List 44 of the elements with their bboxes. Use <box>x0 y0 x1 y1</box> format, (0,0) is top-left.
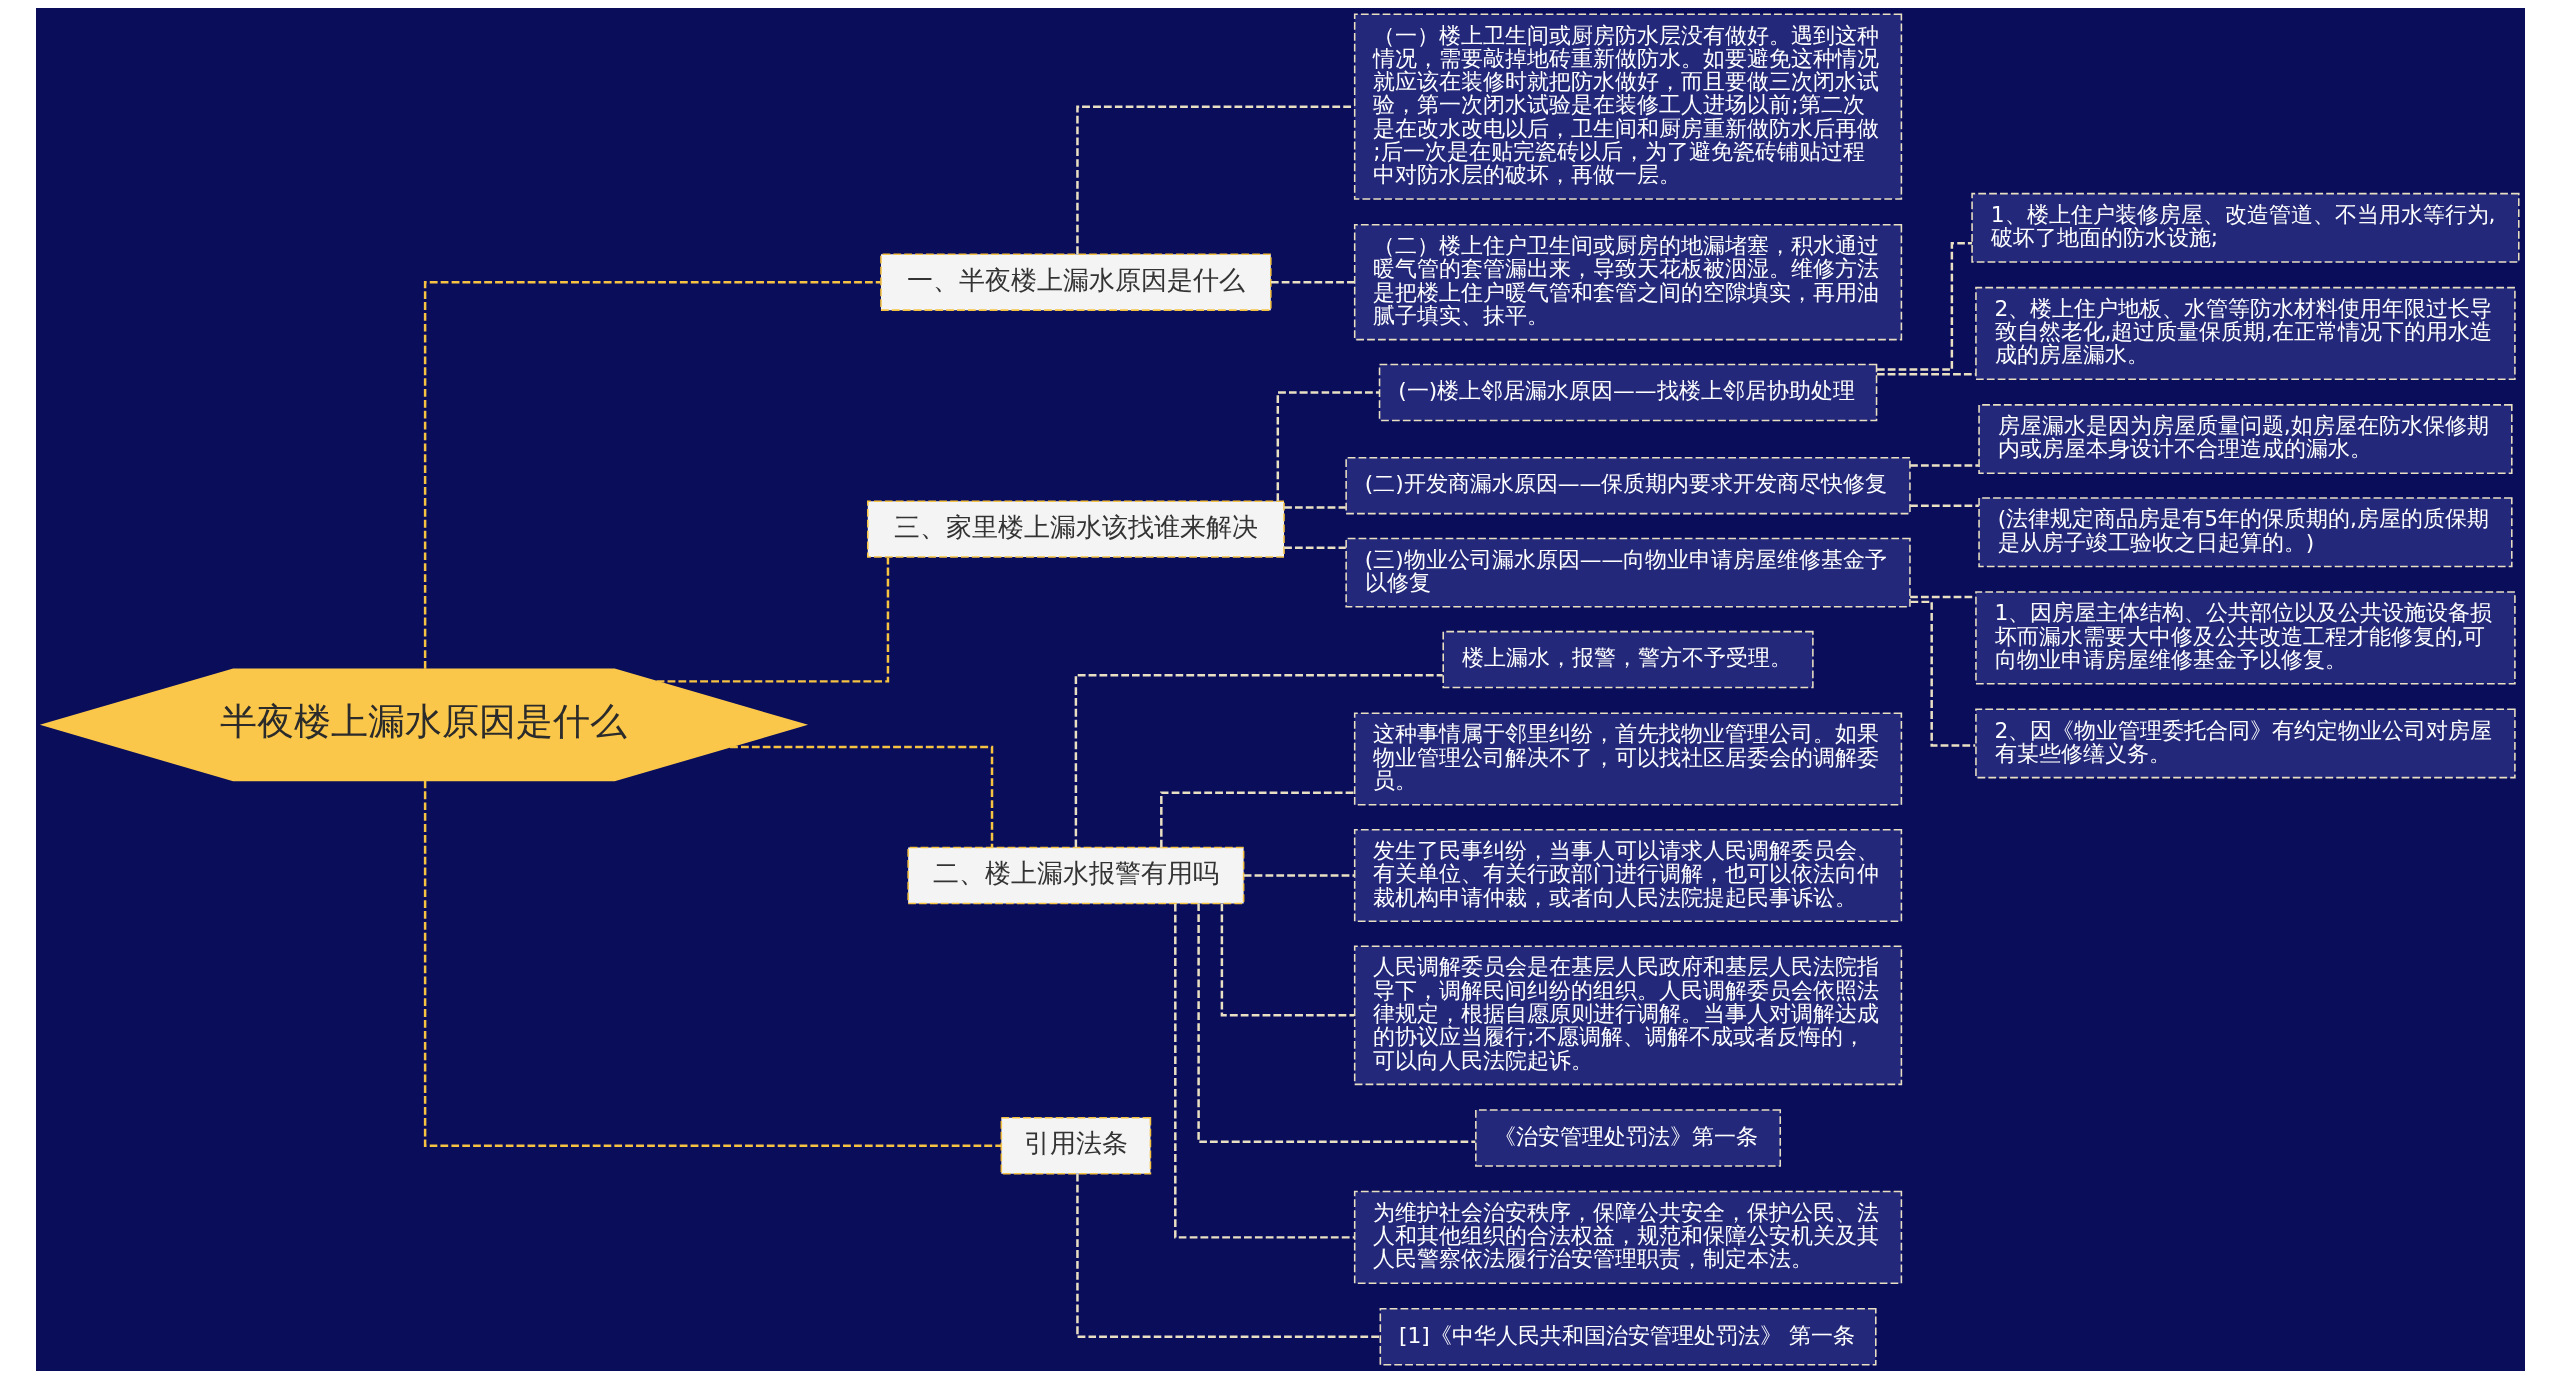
connector <box>656 557 889 683</box>
connector <box>1159 791 1354 848</box>
node-box: 发生了民事纠纷，当事人可以请求人民调解委员会、有关单位、有关行政部门进行调解，也可以依法向仲裁机构申请仲裁，或者向人民法院提起民事诉讼。 <box>1353 828 1902 923</box>
node-box: 引用法条 <box>1000 1117 1151 1175</box>
node-box: [1]《中华人民共和国治安管理处罚法》 第一条 <box>1379 1308 1877 1366</box>
connector <box>1283 506 1346 509</box>
connector <box>1270 280 1355 284</box>
node-box: （二）楼上住户卫生间或厨房的地漏堵塞，积水通过暖气管的套管漏出来，导致天花板被洇湿。维修方法是把楼上住户暖气管和套管之间的空隙填实，再用油腻子填实、抹平。 <box>1353 223 1902 341</box>
node-box: 楼上漏水，报警，警方不予受理。 <box>1441 630 1814 689</box>
node-box: 《治安管理处罚法》第一条 <box>1474 1109 1781 1167</box>
connector <box>1173 903 1354 1239</box>
node-box: 人民调解委员会是在基层人民政府和基层人民法院指导下，调解民间纠纷的组织。人民调解委员会依照法律规定，根据自愿原则进行调解。当事人对调解达成的协议应当履行;不愿调解、调解不成或者反悔的，可以向人民法院起诉。 <box>1353 945 1902 1086</box>
connector <box>1909 464 1979 467</box>
connector <box>1276 391 1379 501</box>
connector <box>1876 373 1976 376</box>
connector <box>729 745 993 847</box>
connector <box>423 280 881 669</box>
node-box: (一)楼上邻居漏水原因——找楼上邻居协助处理 <box>1378 363 1877 422</box>
node-box: （一）楼上卫生间或厨房防水层没有做好。遇到这种情况，需要敲掉地砖重新做防水。如要避免这种情况就应该在装修时就把防水做好，而且要做三次闭水试验，第一次闭水试验是在装修工人进场以前;第二次是在改水改电以后，卫生间和厨房重新做防水后再做;后一次是在贴完瓷砖以后，为了避免瓷砖铺贴过程中对防水层的破坏，再做一层。 <box>1353 13 1902 200</box>
node-box: 房屋漏水是因为房屋质量问题,如房屋在防水保修期内或房屋本身设计不合理造成的漏水。 <box>1977 404 2513 474</box>
connector <box>1243 874 1354 877</box>
connector <box>1075 105 1354 254</box>
connector <box>1220 903 1354 1017</box>
node-box: 2、因《物业管理委托合同》有约定物业公司对房屋有某些修缮义务。 <box>1974 708 2516 779</box>
node-box: (二)开发商漏水原因——保质期内要求开发商尽快修复 <box>1344 456 1911 515</box>
connector <box>423 780 1001 1147</box>
node-box: 1、因房屋主体结构、公共部位以及公共设施设备损坏而漏水需要大中修及公共改造工程才能修复的,可向物业申请房屋维修基金予以修复。 <box>1974 591 2516 685</box>
connector <box>1074 673 1443 848</box>
node-box: 三、家里楼上漏水该找谁来解决 <box>866 500 1285 558</box>
node-box: 1、楼上住户装修房屋、改造管道、不当用水等行为,破坏了地面的防水设施; <box>1970 192 2520 263</box>
node-box: 这种事情属于邻里纠纷，首先找物业管理公司。如果物业管理公司解决不了，可以找社区居委会的调解委员。 <box>1353 712 1902 806</box>
connector <box>1909 504 1979 508</box>
node-box: 为维护社会治安秩序，保障公共安全，保护公民、法人和其他组织的合法权益，规范和保障公安机关及其人民警察依法履行治安管理职责，制定本法。 <box>1353 1190 1902 1284</box>
node-box: 二、楼上漏水报警有用吗 <box>906 846 1244 905</box>
node-box: (法律规定商品房是有5年的保质期的,房屋的质保期是从房子竣工验收之日起算的。) <box>1977 497 2513 568</box>
connector <box>1075 1173 1380 1339</box>
node-box: 2、楼上住户地板、水管等防水材料使用年限过长导致自然老化,超过质量保质期,在正常情况下的用水造成的房屋漏水。 <box>1974 286 2516 381</box>
node-box: (三)物业公司漏水原因——向物业申请房屋维修基金予以修复 <box>1344 537 1911 608</box>
connector <box>1876 242 1972 371</box>
connector <box>1909 600 1975 747</box>
connector <box>1196 903 1475 1144</box>
node-box: 一、半夜楼上漏水原因是什么 <box>879 253 1272 311</box>
connector <box>1283 546 1346 549</box>
connector <box>1909 595 1975 599</box>
